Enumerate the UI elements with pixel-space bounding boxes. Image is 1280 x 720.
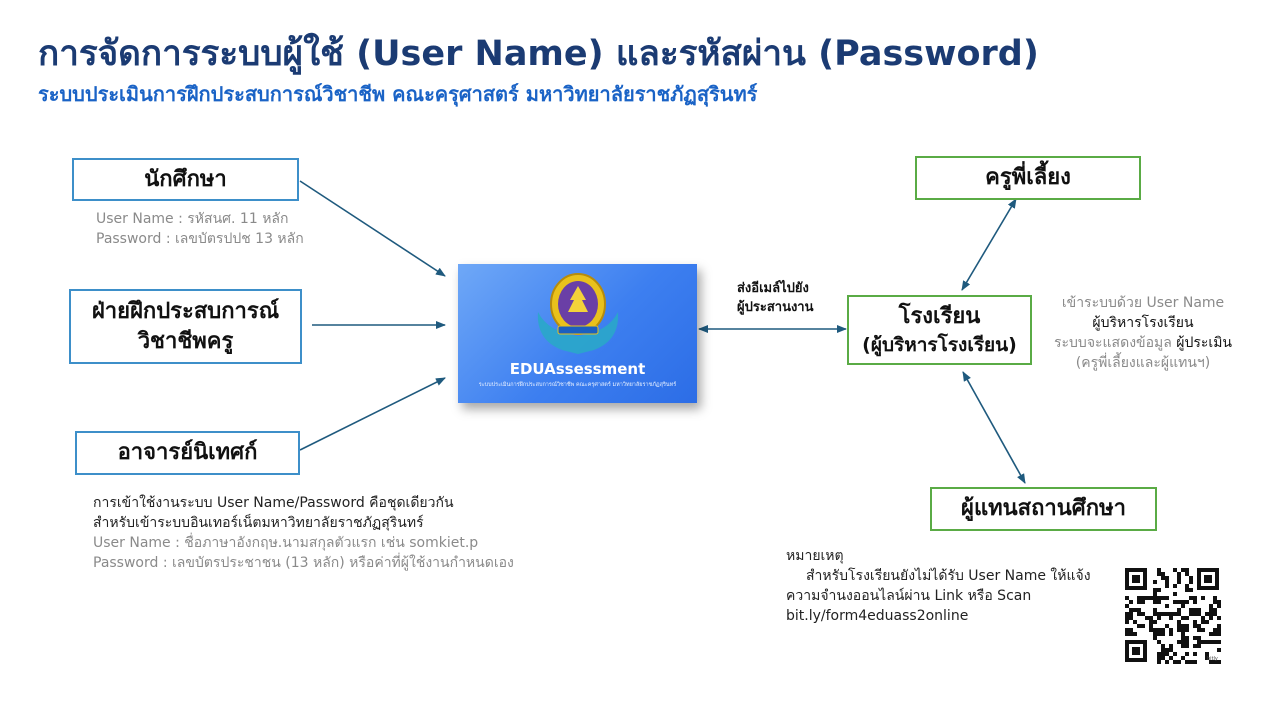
arrow-school-representative <box>962 371 1026 484</box>
qr-code-icon[interactable]: bitly <box>1123 566 1221 664</box>
qr-caption: bitly <box>1207 656 1218 662</box>
school-label-line1: โรงเรียน <box>898 304 981 329</box>
page-subtitle: ระบบประเมินการฝึกประสบการณ์วิชาชีพ คณะคร… <box>38 82 758 106</box>
edu-assessment-card: EDUAssessment ระบบประเมินการฝึกประสบการณ… <box>458 264 697 403</box>
email-label-line1: ส่งอีเมล์ไปยัง <box>737 281 809 296</box>
school-note-line4: (ครูพี่เลี้ยงและผู้แทนฯ) <box>1075 355 1211 371</box>
student-box: นักศึกษา <box>72 158 299 201</box>
student-password-note: Password : เลขบัตรปปช 13 หลัก <box>96 231 304 247</box>
system-title: EDUAssessment <box>509 360 646 378</box>
remark-note: หมายเหตุ สำหรับโรงเรียนยังไม่ได้รับ User… <box>786 546 1091 626</box>
remark-link[interactable]: bit.ly/form4eduass2online <box>786 608 969 624</box>
department-box: ฝ่ายฝึกประสบการณ์ วิชาชีพครู <box>69 289 302 364</box>
supervisor-note: การเข้าใช้งานระบบ User Name/Password คือ… <box>93 493 514 573</box>
student-username-note: User Name : รหัสนศ. 11 หลัก <box>96 211 289 227</box>
supervisor-label: อาจารย์นิเทศก์ <box>117 440 258 465</box>
student-label: นักศึกษา <box>144 166 227 192</box>
representative-box: ผู้แทนสถานศึกษา <box>930 487 1157 531</box>
email-label-line2: ผู้ประสานงาน <box>737 300 814 315</box>
representative-label: ผู้แทนสถานศึกษา <box>961 496 1126 521</box>
mentor-label: ครูพี่เลี้ยง <box>985 165 1071 190</box>
student-note: User Name : รหัสนศ. 11 หลัก Password : เ… <box>96 209 304 249</box>
arrow-student-to-system <box>299 180 446 277</box>
school-login-note: เข้าระบบด้วย User Name ผู้บริหารโรงเรียน… <box>1048 293 1238 373</box>
school-note-line1: เข้าระบบด้วย User Name <box>1061 295 1225 311</box>
email-coordinator-label: ส่งอีเมล์ไปยัง ผู้ประสานงาน <box>737 279 814 317</box>
school-label-line2: (ผู้บริหารโรงเรียน) <box>862 334 1017 356</box>
school-note-line3: ระบบจะแสดงข้อมูล ผู้ประเมิน <box>1048 333 1238 353</box>
remark-line2: ความจำนงออนไลน์ผ่าน Link หรือ Scan <box>786 588 1032 604</box>
department-label-line2: วิชาชีพครู <box>137 328 234 354</box>
university-seal-icon <box>537 273 619 354</box>
supervisor-note-line2: สำหรับเข้าระบบอินเทอร์เน็ตมหาวิทยาลัยราช… <box>93 515 424 531</box>
arrow-supervisor-to-system <box>299 377 446 451</box>
school-note-line3-a: ระบบจะแสดงข้อมูล <box>1054 335 1177 351</box>
supervisor-box: อาจารย์นิเทศก์ <box>75 431 300 475</box>
school-note-line3-b: ผู้ประเมิน <box>1176 335 1232 351</box>
supervisor-note-line1: การเข้าใช้งานระบบ User Name/Password คือ… <box>93 495 454 511</box>
school-note-line2: ผู้บริหารโรงเรียน <box>1092 315 1194 331</box>
supervisor-password-note: Password : เลขบัตรประชาชน (13 หลัก) หรือ… <box>93 555 514 571</box>
school-box: โรงเรียน (ผู้บริหารโรงเรียน) <box>847 295 1032 365</box>
page-title: การจัดการระบบผู้ใช้ (User Name) และรหัสผ… <box>38 34 1039 74</box>
department-label-line1: ฝ่ายฝึกประสบการณ์ <box>91 298 280 324</box>
mentor-box: ครูพี่เลี้ยง <box>915 156 1141 200</box>
arrow-school-mentor <box>961 198 1017 291</box>
system-subtitle: ระบบประเมินการฝึกประสบการณ์วิชาชีพ คณะคร… <box>478 382 677 388</box>
supervisor-username-note: User Name : ชื่อภาษาอังกฤษ.นามสกุลตัวแรก… <box>93 535 479 551</box>
remark-heading: หมายเหตุ <box>786 548 844 564</box>
remark-line1: สำหรับโรงเรียนยังไม่ได้รับ User Name ให้… <box>806 568 1091 584</box>
